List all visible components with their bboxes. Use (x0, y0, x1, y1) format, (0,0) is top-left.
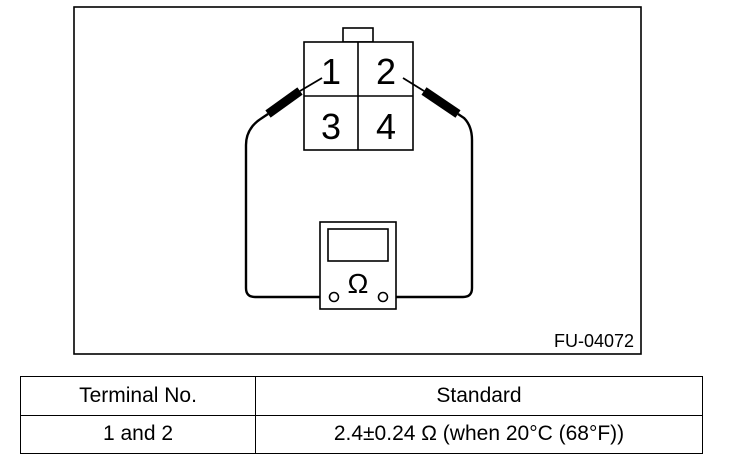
ohmmeter-terminal-left (330, 293, 339, 302)
terminal-4-label: 4 (376, 106, 396, 147)
wiring-diagram: 1 2 3 4 Ω FU-04072 (0, 0, 736, 370)
cell-terminals: 1 and 2 (21, 415, 256, 454)
table-row: 1 and 2 2.4±0.24 Ω (when 20°C (68°F)) (21, 415, 703, 454)
ohm-symbol: Ω (348, 268, 369, 299)
terminal-1-label: 1 (321, 51, 341, 92)
ohmmeter: Ω (320, 222, 396, 309)
ohmmeter-terminal-right (379, 293, 388, 302)
terminal-3-label: 3 (321, 106, 341, 147)
terminal-2-label: 2 (376, 51, 396, 92)
left-probe-body (268, 91, 300, 114)
header-terminal-no: Terminal No. (21, 377, 256, 416)
right-probe-body (424, 91, 458, 114)
connector-lock-tab (343, 28, 373, 42)
ohmmeter-display (328, 229, 388, 261)
figure-code: FU-04072 (554, 331, 634, 351)
connector: 1 2 3 4 (304, 28, 413, 150)
header-standard: Standard (256, 377, 703, 416)
cell-standard-value: 2.4±0.24 Ω (when 20°C (68°F)) (256, 415, 703, 454)
table-header-row: Terminal No. Standard (21, 377, 703, 416)
specification-table: Terminal No. Standard 1 and 2 2.4±0.24 Ω… (20, 376, 703, 454)
